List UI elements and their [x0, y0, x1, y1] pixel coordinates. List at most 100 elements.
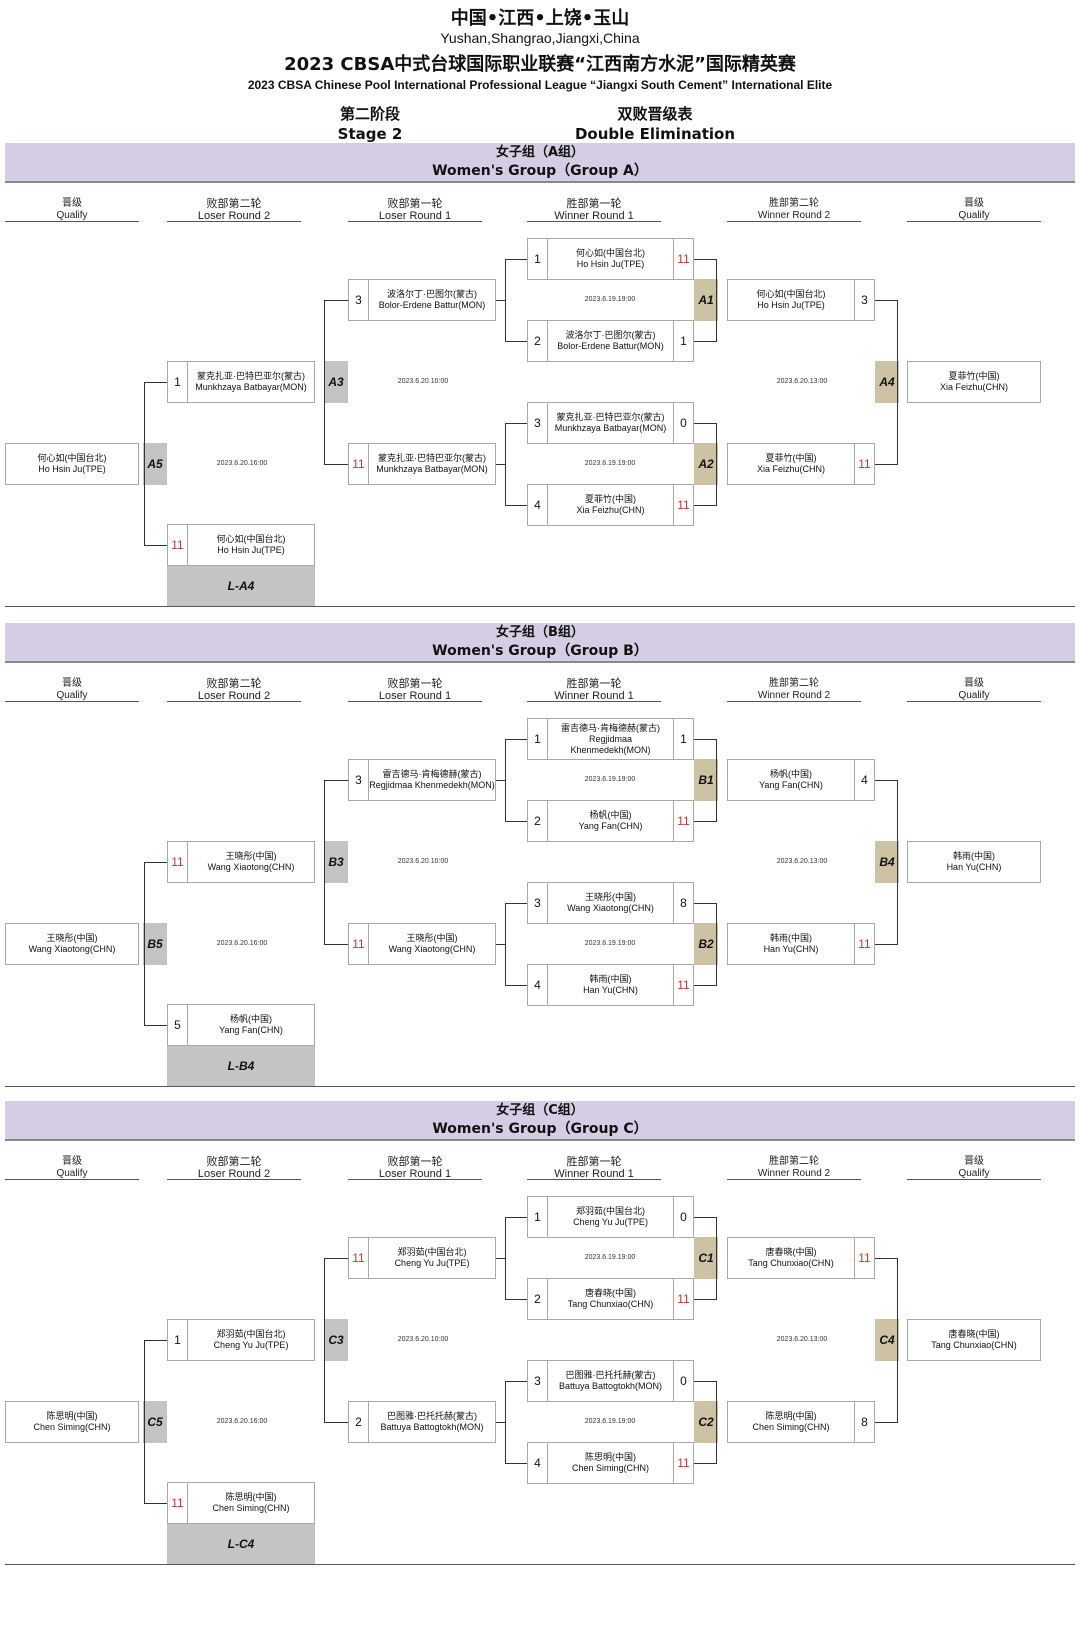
player-name: 蒙克扎亚·巴特巴亚尔(蒙古) Munkhzaya Batbayar(MON) [188, 362, 314, 402]
column-header-loser-round1: 败部第一轮 Loser Round 1 [348, 1156, 482, 1180]
group-title-en: Women's Group（Group B） [432, 643, 648, 659]
column-header-en: Winner Round 1 [554, 1168, 634, 1180]
player-name-cn: 郑羽茹(中国台北) [576, 1206, 645, 1216]
score: 2 [349, 1402, 369, 1442]
bracket-line [694, 821, 717, 822]
bracket-line [496, 1422, 506, 1423]
player-name: 王晓彤(中国) Wang Xiaotong(CHN) [369, 924, 495, 964]
column-header-loser-round1: 败部第一轮 Loser Round 1 [348, 198, 482, 222]
bracket-line [897, 300, 898, 465]
player-entry: 唐春晓(中国) Tang Chunxiao(CHN) 11 [727, 1237, 875, 1279]
seed-number: 2 [528, 801, 548, 841]
player-name-cn: 雷吉德马·肯梅德赫(蒙古) [561, 722, 660, 733]
match-code: A3 [324, 361, 348, 403]
player-name-cn: 韩雨(中国) [770, 933, 812, 943]
seed-number: 3 [528, 883, 548, 923]
player-entry: 杨帆(中国) Yang Fan(CHN) 4 [727, 759, 875, 801]
player-name-en: Bolor-Erdene Battur(MON) [557, 341, 664, 351]
player-entry: 3 波洛尔丁·巴图尔(蒙古) Bolor-Erdene Battur(MON) [348, 279, 496, 321]
group-title-en: Women's Group（Group C） [432, 1121, 648, 1137]
player-name-cn: 蒙克扎亚·巴特巴亚尔(蒙古) [556, 412, 665, 422]
player-name: 何心如(中国台北) Ho Hsin Ju(TPE) [188, 525, 314, 565]
column-header-cn: 晋级 [62, 1156, 82, 1167]
match-datetime: 2023.6.20.13:00 [776, 1336, 828, 1343]
bracket-line [716, 259, 717, 342]
bracket-line [325, 780, 348, 781]
player-name-cn: 王晓彤(中国) [585, 892, 636, 902]
bracket-line [875, 1422, 898, 1423]
player-name-cn: 韩雨(中国) [589, 974, 632, 984]
player-entry: 4 陈思明(中国) Chen Siming(CHN) 11 [527, 1442, 694, 1484]
player-name-cn: 夏菲竹(中国) [585, 494, 636, 504]
player-name-en: Ho Hsin Ju(TPE) [217, 545, 285, 555]
column-header-loser-round2: 败部第二轮 Loser Round 2 [167, 678, 301, 702]
bracket-line [694, 1463, 717, 1464]
player-name: 陈思明(中国) Chen Siming(CHN) [548, 1443, 673, 1483]
player-name: 杨帆(中国) Yang Fan(CHN) [188, 1005, 314, 1045]
column-header-cn: 胜部第一轮 [566, 198, 622, 210]
bracket-line [496, 780, 506, 781]
column-header-qualify-left: 晋级 Qualify [5, 678, 139, 702]
player-name-en: Cheng Yu Ju(TPE) [573, 1217, 648, 1227]
score: 11 [349, 1238, 369, 1278]
group-title-band: 女子组（A组） Women's Group（Group A） [5, 143, 1075, 183]
player-name-en: Xia Feizhu(CHN) [576, 505, 645, 515]
bracket-line [694, 1299, 717, 1300]
player-name: 波洛尔丁·巴图尔(蒙古) Bolor-Erdene Battur(MON) [369, 280, 495, 320]
score: 11 [854, 1238, 874, 1278]
player-entry: 何心如(中国台北) Ho Hsin Ju(TPE) 3 [727, 279, 875, 321]
column-header-loser-round2: 败部第二轮 Loser Round 2 [167, 198, 301, 222]
group-separator [5, 606, 1075, 607]
qualified-player: 唐春晓(中国) Tang Chunxiao(CHN) [907, 1319, 1041, 1361]
score: 1 [168, 362, 188, 402]
player-entry: 3 雷吉德马·肯梅德赫(蒙古) Regjidmaa Khenmedekh(MON… [348, 759, 496, 801]
column-header-winner-round2: 胜部第二轮 Winner Round 2 [727, 1156, 861, 1180]
group-title-en: Women's Group（Group A） [432, 163, 648, 179]
score: 4 [854, 760, 874, 800]
player-name: 韩雨(中国) Han Yu(CHN) [728, 924, 854, 964]
player-name-cn: 杨帆(中国) [230, 1014, 272, 1024]
player-name-en: Han Yu(CHN) [583, 985, 638, 995]
player-name-en: Cheng Yu Ju(TPE) [394, 1258, 470, 1268]
column-header-en: Qualify [958, 1168, 990, 1179]
column-header-en: Winner Round 2 [757, 1168, 831, 1179]
player-name: 何心如(中国台北) Ho Hsin Ju(TPE) [548, 239, 673, 279]
bracket-line [325, 464, 348, 465]
bracket-line [325, 1422, 348, 1423]
match-code: C2 [694, 1401, 718, 1443]
score: 11 [854, 444, 874, 484]
player-name-en: Yang Fan(CHN) [759, 780, 823, 790]
bracket-line [145, 545, 167, 546]
match-code: B1 [694, 759, 718, 801]
bracket-line [506, 903, 527, 904]
column-header-cn: 胜部第二轮 [769, 678, 819, 689]
column-header-en: Qualify [56, 210, 88, 221]
player-entry: 3 蒙克扎亚·巴特巴亚尔(蒙古) Munkhzaya Batbayar(MON)… [527, 402, 694, 444]
bracket-line [716, 739, 717, 822]
player-name-en: Tang Chunxiao(CHN) [567, 1299, 654, 1309]
player-entry: 4 韩雨(中国) Han Yu(CHN) 11 [527, 964, 694, 1006]
location-cn: 中国•江西•上饶•玉山 [450, 8, 630, 29]
bracket-line [506, 1463, 527, 1464]
column-header-qualify-right: 晋级 Qualify [907, 198, 1041, 222]
column-header-en: Winner Round 2 [757, 210, 831, 221]
player-entry: 5 杨帆(中国) Yang Fan(CHN) [167, 1004, 315, 1046]
seed-number: 3 [528, 1361, 548, 1401]
stage-en: Stage 2 [337, 125, 403, 143]
column-header-cn: 晋级 [964, 198, 984, 209]
column-header-winner-round2: 胜部第二轮 Winner Round 2 [727, 678, 861, 702]
match-code: B2 [694, 923, 718, 965]
player-name-en: Regjidmaa Khenmedekh(MON) [369, 780, 495, 790]
column-header-loser-round1: 败部第一轮 Loser Round 1 [348, 678, 482, 702]
player-name-cn: 杨帆(中国) [770, 769, 812, 779]
bracket-line [144, 862, 145, 1026]
seed-number: 2 [528, 321, 548, 361]
player-name-en: Han Yu(CHN) [946, 862, 1002, 872]
bracket-line [694, 259, 717, 260]
score: 0 [673, 1361, 693, 1401]
score: 0 [673, 403, 693, 443]
bracket-line [897, 780, 898, 945]
loser-source-box: L-C4 [167, 1524, 315, 1564]
match-datetime: 2023.6.20.16:00 [216, 1418, 268, 1425]
column-header-cn: 胜部第一轮 [566, 1156, 622, 1168]
